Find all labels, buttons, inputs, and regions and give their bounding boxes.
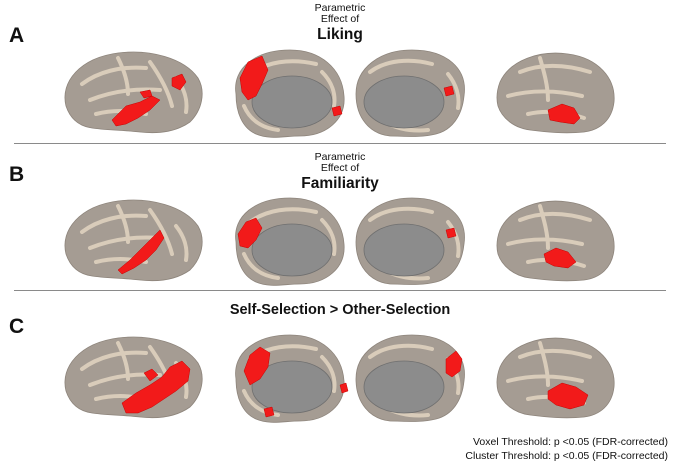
- gyral-pattern: [506, 204, 592, 268]
- voxel-threshold-note: Voxel Threshold: p <0.05 (FDR-corrected): [472, 436, 668, 448]
- brain-left-medial: [235, 334, 349, 423]
- activation-cluster: [543, 247, 577, 269]
- activation-cluster: [239, 55, 269, 101]
- panel-b-brain-row: [0, 192, 680, 292]
- panel-b-brains: [64, 197, 615, 286]
- medial-wall: [363, 223, 445, 277]
- panel-c-brains: [64, 334, 615, 423]
- panel-a-title-line1: Parametric: [314, 2, 366, 14]
- activation-cluster: [339, 382, 349, 394]
- gyral-pattern: [80, 56, 189, 116]
- panel-c-title: Self-Selection > Other-Selection: [229, 302, 451, 318]
- panel-b-title-main: Familiarity: [301, 175, 379, 192]
- activation-cluster: [263, 406, 275, 418]
- medial-wall: [363, 75, 445, 129]
- gyral-pattern: [506, 56, 592, 120]
- brain-left-medial: [235, 197, 345, 286]
- activation-cluster: [237, 217, 263, 249]
- activation-cluster: [445, 227, 457, 239]
- panel-a-brain-row: [0, 44, 680, 144]
- medial-wall: [251, 360, 333, 414]
- panel-b-label: B: [9, 163, 25, 186]
- brain-left-lateral: [64, 199, 203, 282]
- panel-c-label: C: [9, 315, 25, 338]
- activation-cluster: [331, 105, 343, 117]
- panel-a-title-line2: Effect of: [320, 13, 360, 25]
- panel-c: C Self-Selection > Other-Selection: [0, 291, 680, 469]
- gyral-pattern: [506, 341, 592, 405]
- cluster-threshold-note: Cluster Threshold: p <0.05 (FDR-correcte…: [465, 450, 668, 462]
- brain-right-medial: [355, 197, 465, 285]
- panel-b-title-line1: Parametric: [314, 151, 366, 163]
- activation-cluster: [445, 350, 463, 378]
- panel-a-brains: [64, 49, 615, 138]
- panel-a-label: A: [9, 24, 25, 47]
- brain-left-lateral: [64, 51, 203, 134]
- brain-right-lateral: [496, 337, 615, 419]
- brain-left-medial: [235, 49, 345, 138]
- panel-b-title: Parametric Effect of Familiarity: [240, 152, 440, 193]
- activation-cluster: [547, 382, 589, 410]
- panel-b: B Parametric Effect of Familiarity: [0, 144, 680, 290]
- gyral-pattern: [80, 341, 189, 401]
- brain-right-medial: [355, 334, 465, 422]
- activation-cluster: [139, 89, 153, 99]
- activation-cluster: [443, 85, 455, 97]
- activation-cluster: [111, 95, 161, 127]
- gyral-pattern: [80, 204, 189, 264]
- activation-cluster: [121, 360, 191, 414]
- brain-left-lateral: [64, 336, 203, 419]
- brain-right-medial: [355, 49, 465, 137]
- panel-c-brain-row: [0, 329, 680, 429]
- activation-cluster: [547, 103, 581, 125]
- medial-wall: [251, 75, 333, 129]
- panel-a-title: Parametric Effect of Liking: [240, 3, 440, 44]
- brain-right-lateral: [496, 52, 615, 134]
- activation-cluster: [243, 346, 271, 386]
- brain-right-lateral: [496, 200, 615, 282]
- activation-cluster: [171, 73, 187, 91]
- panel-a-title-main: Liking: [317, 26, 363, 43]
- activation-cluster: [117, 229, 165, 275]
- panel-a: A Parametric Effect of Liking: [0, 0, 680, 143]
- divider-bc: [14, 290, 666, 291]
- medial-wall: [251, 223, 333, 277]
- cortex-surface: [64, 199, 203, 282]
- divider-ab: [14, 143, 666, 144]
- cortex-surface: [64, 51, 203, 134]
- activation-cluster: [143, 368, 159, 382]
- medial-wall: [363, 360, 445, 414]
- panel-b-title-line2: Effect of: [320, 162, 360, 174]
